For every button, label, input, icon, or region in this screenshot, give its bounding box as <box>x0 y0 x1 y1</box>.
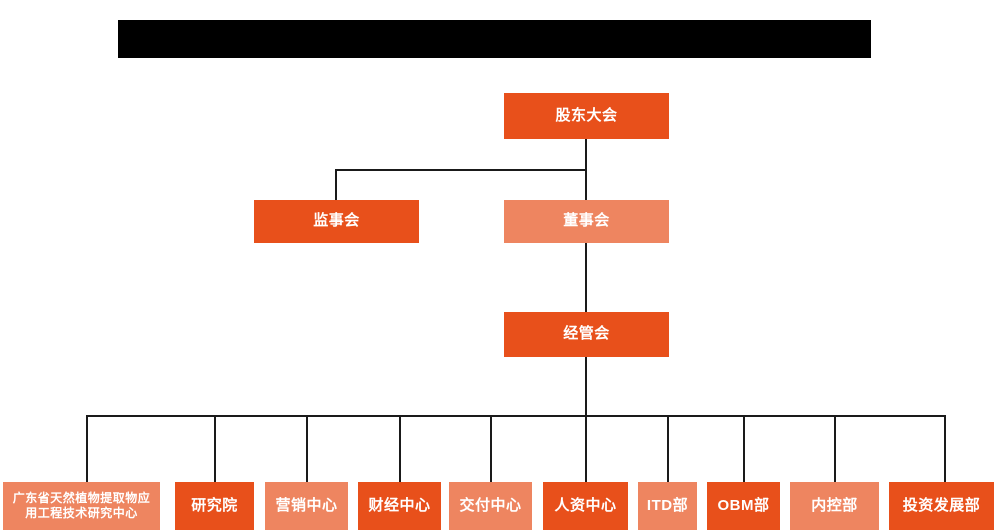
connector-drop-obm-dept <box>743 415 745 482</box>
node-label: 研究院 <box>191 496 238 514</box>
node-label: ITD部 <box>646 496 689 514</box>
node-label: 广东省天然植物提取物应用工程技术研究中心 <box>12 491 151 520</box>
connector-drop-marketing-center <box>306 415 308 482</box>
node-obm-department[interactable]: OBM部 <box>707 482 780 530</box>
connector-drop-internal-control-dept <box>834 415 836 482</box>
connector-drop-itd-dept <box>667 415 669 482</box>
connector-drop-research-institute <box>214 415 216 482</box>
node-label: 营销中心 <box>275 496 338 514</box>
node-label: 交付中心 <box>459 496 522 514</box>
node-hr-center[interactable]: 人资中心 <box>543 482 628 530</box>
node-label: 监事会 <box>313 212 360 230</box>
node-label: 投资发展部 <box>902 496 981 514</box>
node-label: 股东大会 <box>555 106 618 124</box>
node-marketing-center[interactable]: 营销中心 <box>265 482 348 530</box>
connector-drop-finance-center <box>399 415 401 482</box>
node-itd-department[interactable]: ITD部 <box>638 482 697 530</box>
connector-drop-research-center <box>86 415 88 482</box>
connector-management-stem <box>585 357 587 482</box>
connector-drop-directors <box>585 169 587 200</box>
node-research-institute[interactable]: 研究院 <box>175 482 254 530</box>
node-internal-control-department[interactable]: 内控部 <box>790 482 879 530</box>
connector-directors-to-management <box>585 243 587 312</box>
connector-drop-investment-development-dept <box>944 415 946 482</box>
node-finance-center[interactable]: 财经中心 <box>358 482 441 530</box>
node-shareholders-meeting[interactable]: 股东大会 <box>504 93 669 139</box>
node-guangdong-research-center[interactable]: 广东省天然植物提取物应用工程技术研究中心 <box>3 482 160 530</box>
node-label: OBM部 <box>717 496 770 514</box>
node-label: 董事会 <box>563 212 610 230</box>
connector-level3-bus <box>86 415 945 417</box>
redacted-title-banner <box>118 20 871 58</box>
node-delivery-center[interactable]: 交付中心 <box>449 482 532 530</box>
node-label: 财经中心 <box>368 496 431 514</box>
node-label: 经管会 <box>563 325 610 343</box>
connector-drop-supervisors <box>335 169 337 200</box>
node-management-committee[interactable]: 经管会 <box>504 312 669 357</box>
node-board-of-directors[interactable]: 董事会 <box>504 200 669 243</box>
node-label: 内控部 <box>811 496 858 514</box>
node-investment-development-department[interactable]: 投资发展部 <box>889 482 994 530</box>
connector-drop-delivery-center <box>490 415 492 482</box>
connector-level1-bus <box>335 169 587 171</box>
node-label: 人资中心 <box>554 496 617 514</box>
node-board-of-supervisors[interactable]: 监事会 <box>254 200 419 243</box>
connector-shareholders-stem <box>585 139 587 170</box>
